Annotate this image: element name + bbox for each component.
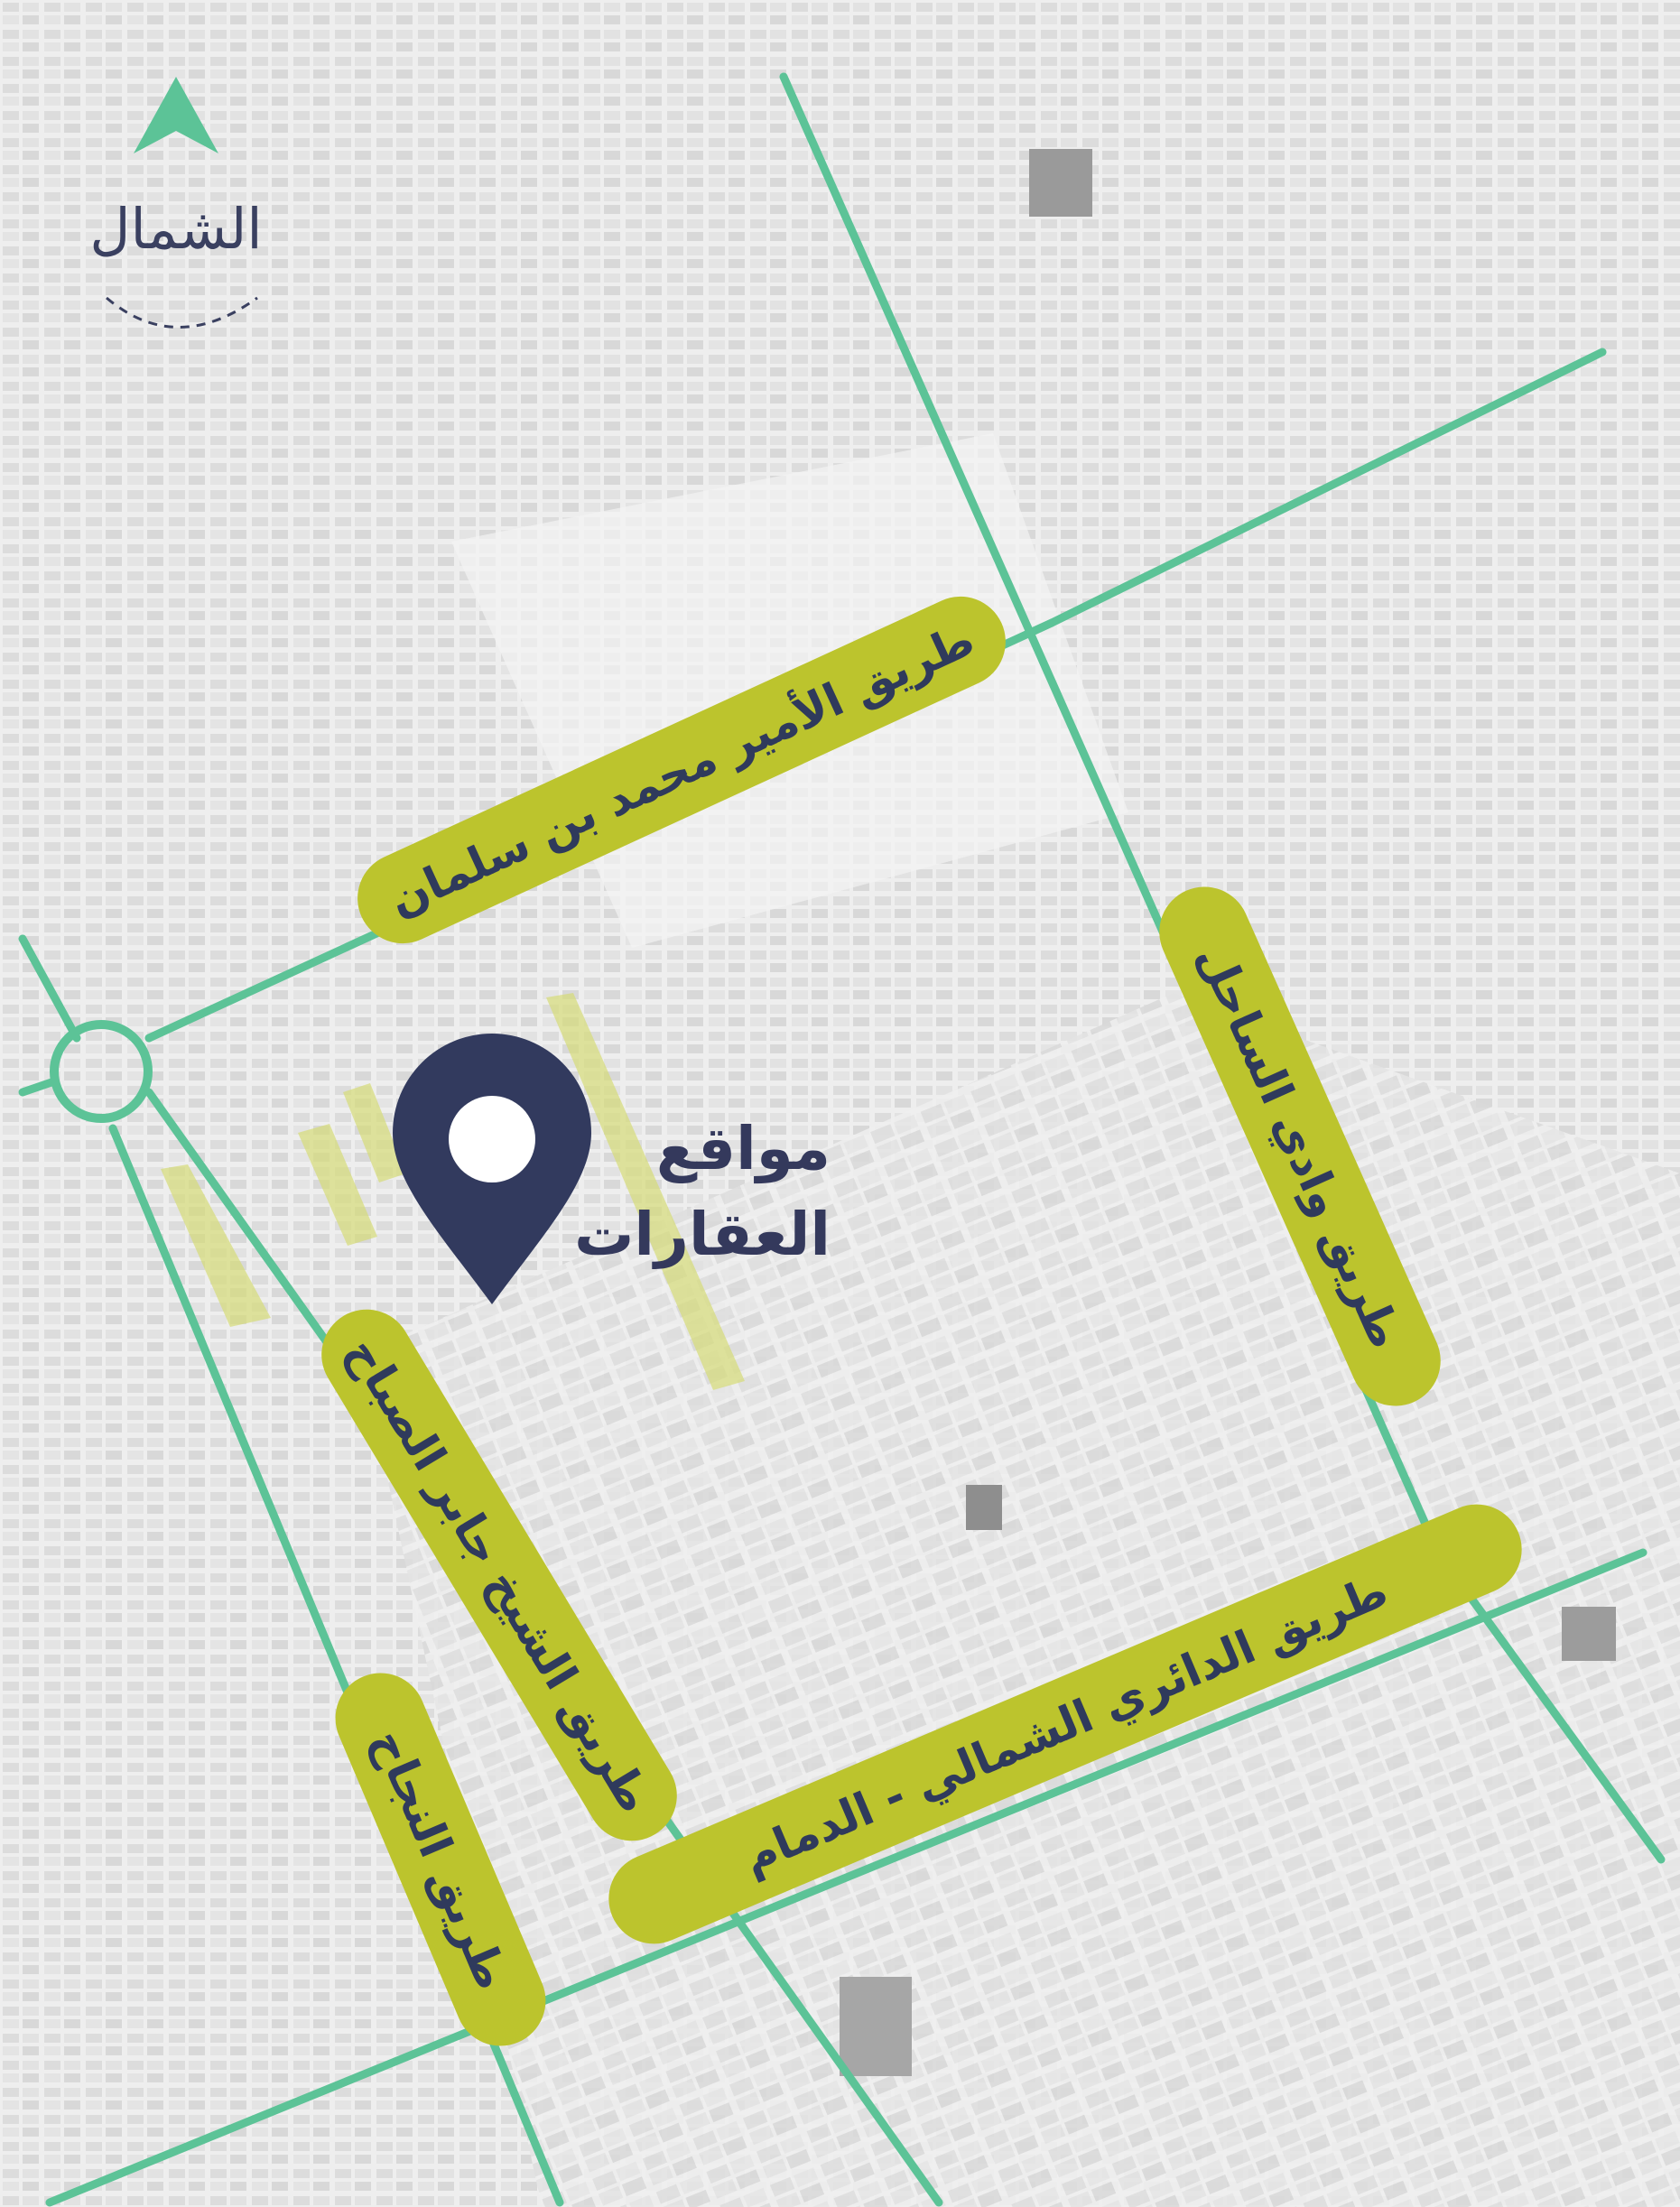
north-label: الشمال: [89, 196, 262, 262]
poi-label-line2: العقارات: [574, 1200, 831, 1269]
poi-label-line1: مواقع: [656, 1114, 831, 1184]
road-label-pill: [357, 596, 1006, 944]
highlight-parcel: [546, 993, 745, 1390]
north-indicator: الشمال: [89, 77, 263, 329]
highlight-parcel: [161, 1164, 271, 1327]
road-label-pill: [608, 1504, 1522, 1944]
location-pin-marker: مواقع العقارات: [393, 1034, 831, 1304]
roundabout-icon: [50, 1020, 153, 1123]
map-building-block: [1562, 1607, 1616, 1661]
road-line: [18, 934, 81, 1043]
map-building-block: [966, 1485, 1002, 1530]
road-line: [45, 1548, 1648, 2207]
highlight-parcel: [298, 1124, 377, 1246]
north-arrow-icon: [134, 77, 218, 153]
road-label-pill: [1159, 886, 1441, 1406]
road-label-pill: [335, 1673, 546, 2046]
road-line: [1047, 348, 1607, 627]
road-label-pill: [321, 1309, 677, 1841]
map-building-block: [840, 1977, 912, 2076]
highlight-parcel: [343, 1083, 406, 1182]
pin-center-dot: [449, 1096, 535, 1182]
road-line: [1434, 1548, 1666, 1864]
map-building-block: [1029, 149, 1092, 217]
north-arc-icon: [106, 296, 258, 329]
road-line: [18, 1077, 59, 1097]
